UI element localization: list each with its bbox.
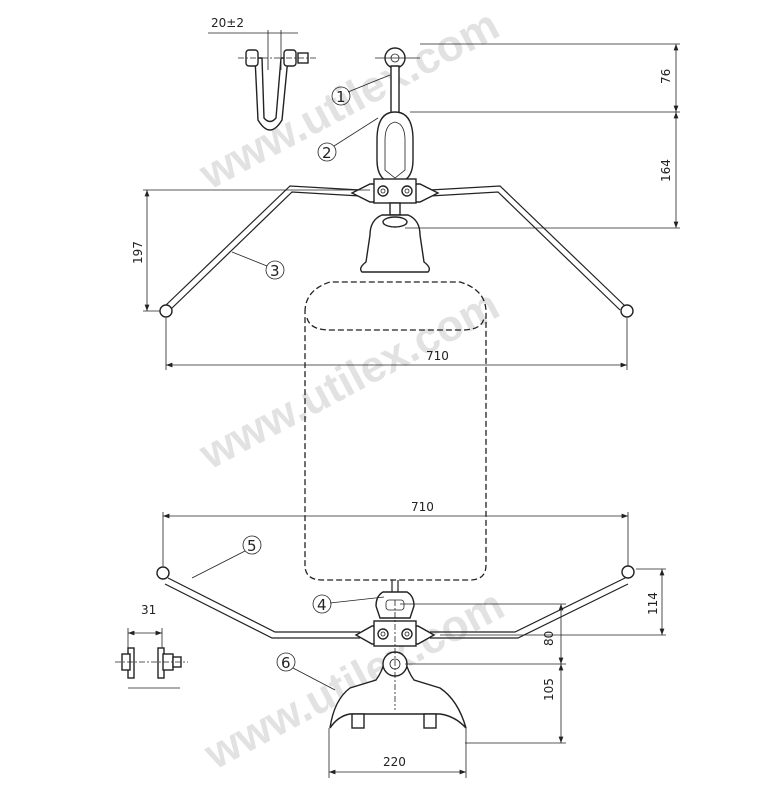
bolt-detail: 31	[115, 603, 188, 689]
lower-fittings	[156, 565, 635, 729]
watermark-text: www.utilex.com	[196, 580, 512, 779]
part-callouts: 1 2 3 4 5 6	[191, 74, 391, 691]
watermark-text: www.utilex.com	[191, 280, 507, 479]
dim-upper-horn-span: 710	[426, 349, 449, 363]
watermarks: www.utilex.com www.utilex.com www.utilex…	[191, 0, 512, 779]
dimension-lines: 76 164 197 710 710 114 80 105 220	[131, 43, 680, 778]
callout-1: 1	[336, 88, 346, 106]
shackle-detail: 20±2	[208, 16, 316, 131]
insulator	[304, 214, 487, 592]
dim-lower-horn-rise: 114	[646, 592, 660, 615]
dim-link-length: 164	[659, 159, 673, 182]
callout-6: 6	[281, 654, 291, 672]
dim-eye-length: 76	[659, 69, 673, 84]
dim-bolt-gap: 31	[141, 603, 156, 617]
dim-shackle-gap: 20±2	[211, 16, 244, 30]
callout-4: 4	[317, 596, 327, 614]
dim-clamp-height: 105	[542, 678, 556, 701]
dim-socket-offset: 80	[542, 631, 556, 646]
dim-upper-horn-drop: 197	[131, 241, 145, 264]
callout-3: 3	[270, 262, 280, 280]
callout-2: 2	[322, 144, 332, 162]
dim-clamp-width: 220	[383, 755, 406, 769]
callout-5: 5	[247, 537, 257, 555]
dim-lower-horn-span: 710	[411, 500, 434, 514]
upper-fittings	[159, 47, 634, 318]
